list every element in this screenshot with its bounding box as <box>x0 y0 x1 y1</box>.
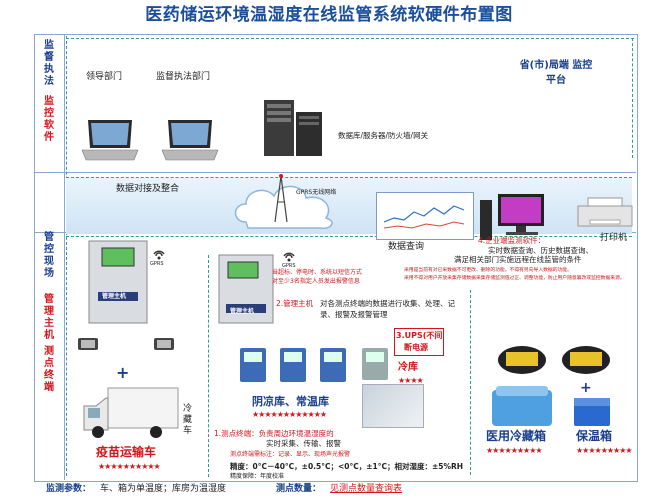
antenna-tower-icon <box>274 174 288 223</box>
gprs-network-label: GPRS无线网络 <box>296 189 337 196</box>
label-site-management: 管控现场 <box>44 232 54 279</box>
label-monitor-software: 监控软件 <box>44 96 54 143</box>
label-host: 管理主机 <box>44 294 54 341</box>
terminal-heading: 1.测点终端：负责周边环境温湿度的 <box>214 429 334 438</box>
laptop-leaders-icon <box>81 120 139 161</box>
alarm-line-1: 当超标、停电时、系统以短信方式 <box>272 269 363 276</box>
dashed-line-right <box>632 38 633 158</box>
server-tower-icon <box>264 100 322 156</box>
gprs-signal-left-icon <box>153 250 165 260</box>
host-desc-2: 录、报警及报警管理 <box>320 310 388 319</box>
gprs-tag-right: GPRS <box>282 263 296 269</box>
terminal-line-2: 测点终端需标注：记录、显示、现场声光报警 <box>230 451 351 458</box>
dashed-line-exchange <box>66 177 632 178</box>
cold-storage-photo <box>362 384 424 428</box>
software-line-1: 实时数据查询、历史数据查询、 <box>488 246 593 255</box>
sensor-cold-icon <box>362 348 388 380</box>
software-heading: 4.企业端监测软件： <box>478 236 546 245</box>
gprs-signal-right-icon <box>283 252 295 262</box>
medical-cold-box-icon <box>492 386 552 426</box>
software-line-2: 满足相关部门实施远程在线监管的条件 <box>454 255 582 264</box>
cloud-icon <box>234 185 333 230</box>
printer-label: 打印机 <box>600 233 628 243</box>
left-column-inner-divider <box>64 34 65 480</box>
gprs-box-right-icon <box>562 346 610 374</box>
calibration-line: 精度保障：年度校准 <box>230 473 285 480</box>
probe-left-2-icon <box>154 338 174 350</box>
cold-storage-label: 冷库 <box>398 362 418 373</box>
warehouse-stars: ★★★★★★★★★★★★ <box>252 410 327 419</box>
gprs-tag-left: GPRS <box>150 261 164 267</box>
dashed-line-left <box>66 36 67 476</box>
footer-params-label: 监测参数： <box>46 484 92 494</box>
dashed-line-host-area <box>208 255 209 477</box>
vehicle-side-label: 冷藏车 <box>183 404 193 436</box>
dashed-line-top <box>66 38 634 39</box>
terminal-line-1: 实时采集、传输、报警 <box>266 439 341 448</box>
warehouse-label: 阴凉库、常温库 <box>252 395 329 408</box>
ups-line-2: 断电源 <box>404 343 428 352</box>
host-device-right-icon <box>218 254 274 324</box>
host-label-right: 管理主机 <box>230 308 255 315</box>
insulation-box-icon <box>574 398 610 426</box>
label-points: 测点终端 <box>44 346 54 393</box>
vaccine-vehicle-stars: ★★★★★★★★★★ <box>98 462 161 471</box>
host-heading: 2.管理主机 <box>276 299 314 308</box>
plus-sign-right: + <box>580 380 592 396</box>
gprs-box-left-icon <box>498 346 546 374</box>
medical-box-stars: ★★★★★★★★★ <box>486 446 543 455</box>
vaccine-vehicle-label: 疫苗运输车 <box>96 445 157 459</box>
sensor-3-icon <box>320 348 346 382</box>
dashed-line-mid <box>66 236 632 237</box>
precision-line: 精度：0°C－40°C，±0.5°C；<0°C，±1°C；相对湿度：±5%RH <box>230 462 464 471</box>
footer-params-value: 车、箱为单温度；库房为温湿度 <box>100 484 227 494</box>
sensor-2-icon <box>280 348 306 382</box>
alarm-line-2: 对至少3名指定人员发出报警信息 <box>272 278 360 285</box>
data-query-screen <box>376 192 474 240</box>
top-section-divider <box>34 172 636 173</box>
plus-sign-left: + <box>116 363 130 382</box>
label-supervision: 监督执法 <box>44 40 54 87</box>
software-note-2: 采用不得对用户开放采集存储数据采集存储监测值过正、调整功能，防止用户随意篡改或监… <box>404 276 625 281</box>
left-column-divider <box>34 34 35 480</box>
cold-storage-stars: ★★★★ <box>398 376 424 385</box>
ups-box <box>394 328 444 356</box>
truck-icon <box>83 387 179 438</box>
server-caption: 数据库/服务器/防火墙/网关 <box>338 131 429 140</box>
desktop-computer-icon <box>480 194 544 240</box>
footer-points-label: 测点数量： <box>276 484 322 494</box>
footer-points-link[interactable]: 见测点数量查询表 <box>330 484 403 494</box>
ups-line-1: 3.UPS(不间 <box>396 331 443 340</box>
supervisors-label: 监督执法部门 <box>156 72 211 82</box>
data-query-chart-icon <box>384 205 464 229</box>
insulation-box-label: 保温箱 <box>576 429 613 443</box>
host-device-left-icon <box>88 240 148 324</box>
sensor-1-icon <box>240 348 266 382</box>
data-exchange-label: 数据对接及整合 <box>116 184 180 194</box>
insulation-box-stars: ★★★★★★★★★ <box>576 446 633 455</box>
printer-icon <box>577 197 633 227</box>
host-desc-1: 对各测点终端的数据进行收集、处理、记 <box>320 299 455 308</box>
laptop-supervisors-icon <box>161 120 219 161</box>
dashed-line-warehouse-right <box>470 290 471 475</box>
host-label-left: 管理主机 <box>102 293 127 300</box>
province-platform-label: 省(市)局端 监控平台 <box>519 60 593 86</box>
leaders-label: 领导部门 <box>86 72 123 82</box>
software-note-1: 采用是当前有对已采数据不可更改、删除的功能，不得有另向导入数据的功能。 <box>404 268 572 273</box>
data-query-label: 数据查询 <box>388 242 425 252</box>
probe-left-1-icon <box>78 338 98 350</box>
medical-box-label: 医用冷藏箱 <box>486 429 547 443</box>
page-title: 医药储运环境温湿度在线监管系统软硬件布置图 <box>145 5 513 25</box>
